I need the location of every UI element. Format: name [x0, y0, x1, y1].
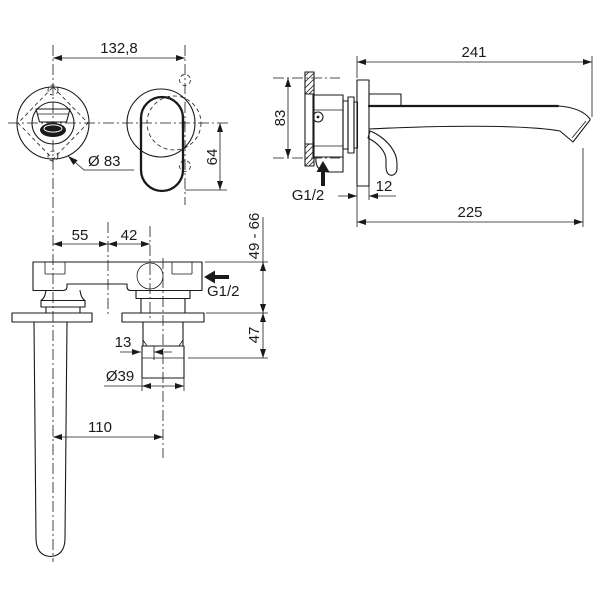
dimension-plate-thickness: 12 — [338, 178, 396, 227]
rough-in-body-plan — [32, 261, 203, 292]
dimension-span: 132,8 — [53, 40, 185, 61]
side-plate-dimension: 12 — [376, 178, 393, 195]
hidden-mounting-diamond — [17, 86, 89, 160]
hidden-screw-top-right — [179, 74, 191, 86]
dimension-body-height: 83 — [272, 78, 291, 158]
front-handle-dimension: 64 — [204, 149, 221, 166]
valve-stack-plan — [121, 289, 205, 379]
spout-side — [367, 104, 591, 143]
handle-escutcheon-front — [126, 74, 202, 193]
side-total-dimension: 241 — [461, 44, 486, 61]
plan-dim-110: 110 — [88, 419, 112, 436]
inlet-arrow-left-icon — [204, 270, 229, 284]
inlet-thread-annotation-side: G1/2 — [292, 161, 330, 204]
hidden-screw-bottom — [47, 150, 59, 162]
spout-mounting-boss — [368, 93, 402, 107]
dimension-aerator-diameter: Ø39 — [104, 368, 185, 391]
spout-stack-plan — [11, 289, 93, 558]
aerator-housing — [141, 345, 185, 379]
body-screw — [312, 111, 324, 123]
plan-aerator-dimension: Ø39 — [106, 368, 134, 385]
side-thread-label: G1/2 — [292, 187, 325, 204]
plan-thread-label: G1/2 — [207, 283, 240, 300]
spout-wall-plate-edge — [11, 312, 93, 323]
plan-dim-13: 13 — [115, 334, 132, 351]
inlet-arrow-up-icon — [316, 161, 330, 186]
dimension-handle-drop: 64 — [185, 123, 227, 191]
rough-in-body-side — [304, 71, 359, 173]
plan-dim-55: 55 — [72, 227, 89, 244]
side-view: 241 83 G1/2 12 — [272, 44, 593, 227]
plan-dim-47: 47 — [246, 327, 263, 344]
dimension-escutcheon-diameter: Ø 83 — [67, 153, 134, 171]
dimension-spout-projection: 225 — [357, 148, 584, 227]
front-span-dimension: 132,8 — [100, 40, 138, 57]
plan-depth-range-dimension: 49 - 66 — [246, 213, 263, 260]
dimension-chain-55-42: 55 42 — [53, 227, 150, 247]
front-diameter-dimension: Ø 83 — [88, 153, 121, 170]
spout-escutcheon-front — [16, 84, 90, 162]
front-view: 132,8 Ø 83 64 — [8, 40, 230, 562]
wall-plate-side — [356, 79, 370, 187]
plan-view: 55 42 G1/2 49 - 66 47 13 — [11, 213, 268, 558]
dimension-chain-depth: 49 - 66 47 — [188, 213, 268, 359]
spout-tube-plan — [33, 321, 68, 558]
dimension-offset-110: 110 — [53, 419, 163, 440]
dimension-total-projection: 241 — [356, 44, 593, 117]
dimension-step-13: 13 — [115, 334, 172, 355]
hidden-screw-bottom-right — [179, 160, 191, 172]
side-spout-dimension: 225 — [457, 204, 482, 221]
cartridge-circle — [136, 262, 164, 290]
hidden-flange-circle — [146, 95, 202, 151]
plan-dim-42: 42 — [121, 227, 138, 244]
handle-lever-side — [367, 130, 398, 176]
hidden-screw-top — [47, 84, 59, 96]
inlet-thread-annotation-plan: G1/2 — [204, 270, 240, 300]
lever-handle-front — [139, 95, 185, 193]
side-height-dimension: 83 — [272, 110, 289, 127]
